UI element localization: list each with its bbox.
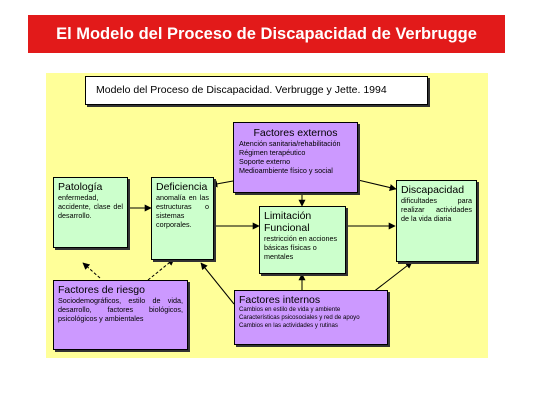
discapacidad-heading: Discapacidad (401, 184, 465, 196)
arrow-externos-deficiencia (210, 180, 234, 188)
arrow-riesgo-deficiencia-dashed (147, 258, 175, 281)
factores-externos-line-4: Medioambiente físico y social (239, 166, 333, 175)
factores-internos-line-3: Cambios en las actividades y rutinas (239, 322, 338, 329)
factores-riesgo-text: Sociodemográficos, estilo de vida, desar… (58, 296, 183, 323)
factores-externos-heading: Factores externos (253, 127, 338, 139)
deficiencia-box: Deficiencia anomalía en las estructuras … (151, 177, 214, 260)
factores-internos-line-2: Características psicosociales y red de a… (239, 314, 360, 321)
factores-externos-line-2: Régimen terapéutico (239, 148, 306, 157)
factores-internos-line-1: Cambios en estilo de vida y ambiente (239, 306, 341, 313)
limitacion-funcional-box: Limitación Funcional restricción en acci… (259, 206, 346, 274)
factores-externos-box: Factores externos Atención sanitaria/reh… (233, 122, 358, 193)
factores-riesgo-box: Factores de riesgo Sociodemográficos, es… (53, 280, 188, 350)
arrow-riesgo-patologia-dashed (82, 262, 101, 279)
factores-riesgo-heading: Factores de riesgo (58, 284, 145, 296)
slide-title: El Modelo del Proceso de Discapacidad de… (28, 15, 505, 53)
limitacion-heading-line-2: Funcional (264, 222, 310, 234)
deficiencia-text: anomalía en las estructuras o sistemas c… (156, 193, 209, 229)
discapacidad-box: Discapacidad dificultades para realizar … (396, 180, 477, 262)
patologia-heading: Patología (58, 181, 103, 193)
arrow-internos-deficiencia (200, 262, 235, 305)
arrow-externos-discapacidad (357, 179, 397, 191)
model-title-box: Modelo del Proceso de Discapacidad. Verb… (85, 76, 428, 105)
patologia-text: enfermedad, accidente, clase del desarro… (58, 193, 123, 220)
deficiencia-heading: Deficiencia (156, 181, 208, 193)
factores-internos-heading: Factores internos (239, 294, 321, 306)
factores-externos-line-3: Soporte externo (239, 157, 291, 166)
discapacidad-text: dificultades para realizar actividades d… (401, 196, 472, 223)
limitacion-text: restricción en acciones básicas físicas … (264, 234, 338, 261)
factores-internos-box: Factores internos Cambios en estilo de v… (234, 290, 388, 345)
patologia-box: Patología enfermedad, accidente, clase d… (53, 177, 128, 248)
limitacion-heading-line-1: Limitación (264, 210, 312, 222)
factores-externos-line-1: Atención sanitaria/rehabilitación (239, 139, 341, 148)
